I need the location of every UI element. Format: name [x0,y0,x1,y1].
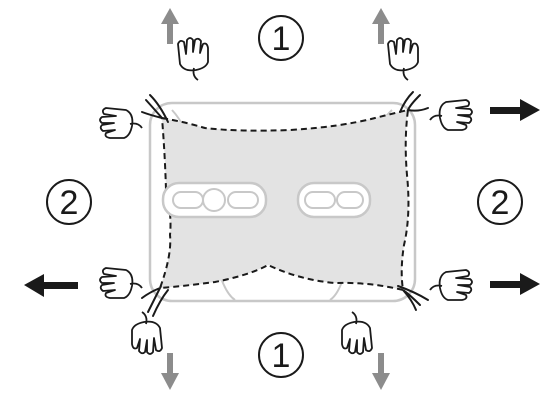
step-2-left-label: 2 [60,184,79,222]
arrow-down-icon [161,353,179,390]
arrow-right-icon [490,99,540,121]
step-1-bottom-label: 1 [272,337,291,375]
hand-icon [99,267,143,299]
step-2-right-label: 2 [491,184,510,222]
cover [158,108,410,292]
corner-cords [141,91,429,317]
arrow-right-icon [490,273,540,295]
hand-icon [131,311,163,355]
step-2-left: 2 [46,179,92,225]
hand-icon [177,37,209,81]
hand-icon [387,37,419,81]
hand-icon [99,107,143,139]
strap-left [161,181,268,219]
step-1-top: 1 [258,15,304,61]
step-1-bottom: 1 [258,332,304,378]
step-1-top-label: 1 [272,20,291,58]
arrow-down-icon [372,353,390,390]
arrow-up-icon [161,8,179,44]
strap-right [296,181,372,219]
step-2-right: 2 [477,179,523,225]
cover-outline [158,108,410,292]
arrow-left-icon [24,274,78,297]
hand-icon [429,99,473,131]
hand-icon [429,269,473,301]
arrow-up-icon [372,8,390,44]
hand-icon [341,311,373,355]
